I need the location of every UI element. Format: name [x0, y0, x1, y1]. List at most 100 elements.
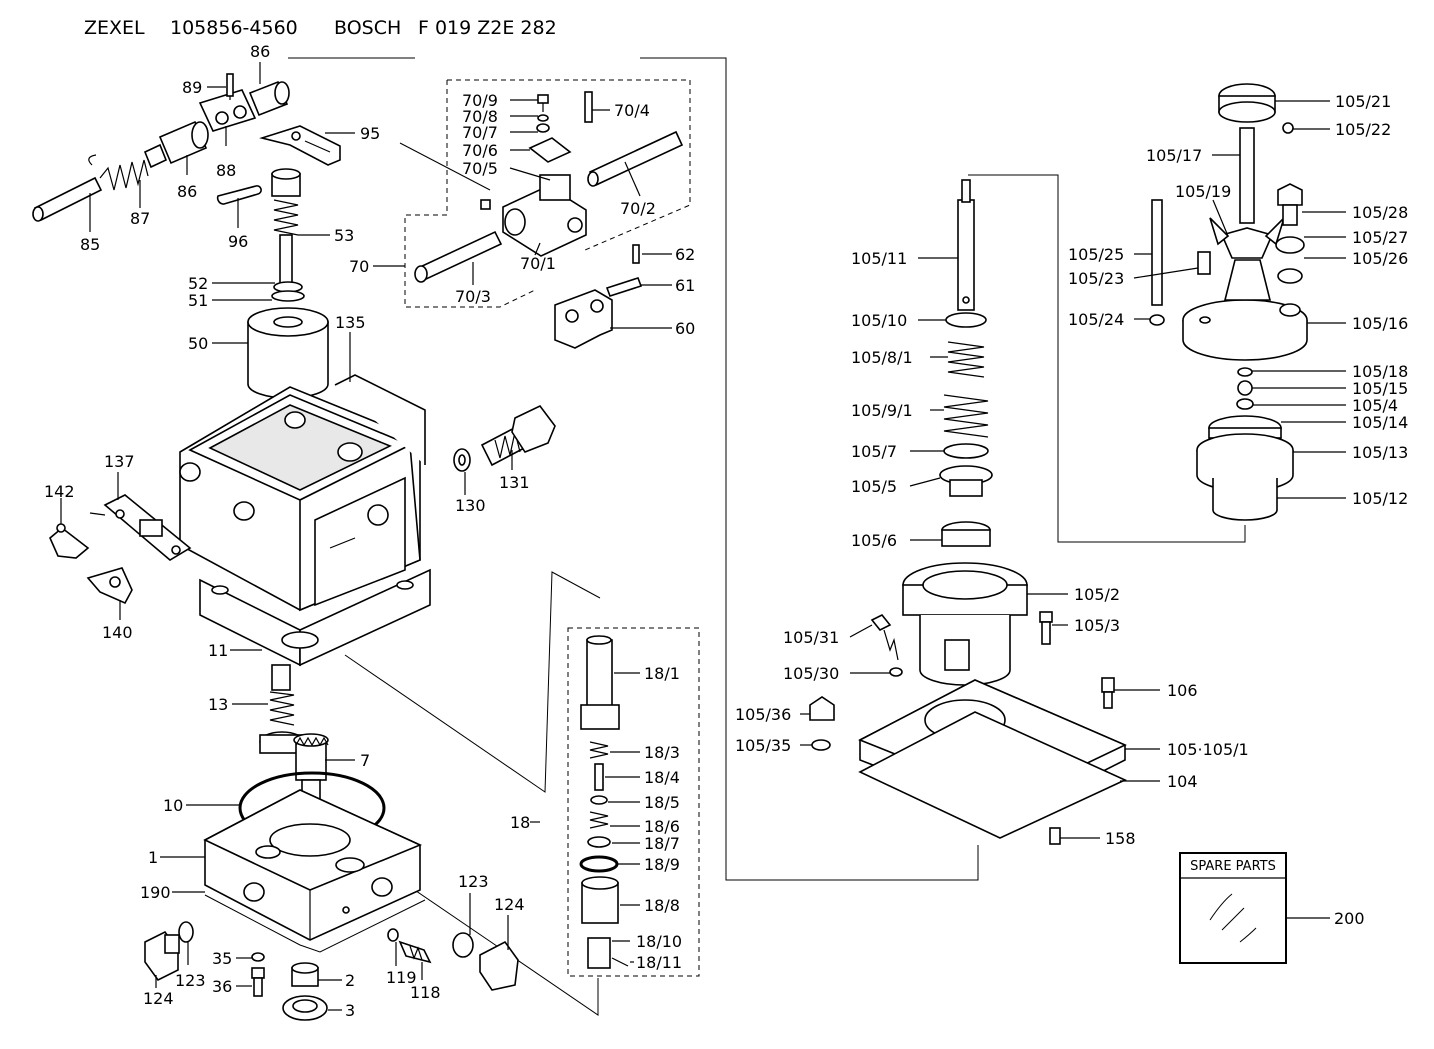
part-158-pin — [1049, 827, 1061, 845]
part-105-17-stud — [1239, 127, 1255, 224]
label-18: 18 — [510, 813, 530, 832]
part-105-2-housing — [902, 562, 1028, 686]
label-105-30: 105/30 — [783, 664, 839, 683]
part-105-26-washer — [1277, 268, 1303, 284]
part-18-8-body — [581, 876, 619, 924]
label-70-9: 70/9 — [462, 91, 498, 110]
label-70: 70 — [349, 257, 369, 276]
label-11: 11 — [208, 641, 228, 660]
part-119-118-screw — [387, 928, 432, 964]
part-105-19-wingnut — [1209, 217, 1285, 259]
label-18-11: 18/11 — [636, 953, 682, 972]
part-105-3-screw — [1039, 611, 1053, 645]
part-88-clamp — [198, 73, 257, 132]
part-105-30-washer — [889, 667, 903, 677]
label-123-right: 123 — [458, 872, 489, 891]
label-105-13: 105/13 — [1352, 443, 1408, 462]
label-130: 130 — [455, 496, 486, 515]
part-18-9-oring — [579, 855, 619, 873]
label-70-4: 70/4 — [614, 101, 650, 120]
part-18-5-ring — [590, 795, 608, 805]
label-105-105-1: 105·105/1 — [1167, 740, 1249, 759]
label-105-22: 105/22 — [1335, 120, 1391, 139]
part-105-5-seat — [939, 465, 993, 497]
label-53: 53 — [334, 226, 354, 245]
part-124-plug-left — [144, 930, 180, 982]
label-124-left: 124 — [143, 989, 174, 1008]
label-123-left: 123 — [175, 971, 206, 990]
label-105-26: 105/26 — [1352, 249, 1408, 268]
part-105-25-bolt — [1151, 199, 1163, 306]
part-105-9-1-spring — [943, 394, 989, 438]
brand-zexel: ZEXEL — [84, 17, 145, 39]
label-18-5: 18/5 — [644, 793, 680, 812]
part-105-10-washer — [945, 312, 987, 328]
label-105-36: 105/36 — [735, 705, 791, 724]
label-89: 89 — [182, 78, 202, 97]
label-70-2: 70/2 — [620, 199, 656, 218]
spare-parts-box: SPARE PARTS — [1179, 852, 1287, 964]
label-18-9: 18/9 — [644, 855, 680, 874]
label-105-4: 105/4 — [1352, 396, 1398, 415]
part-130-washer — [453, 448, 471, 472]
part-105-22-ball — [1282, 122, 1294, 134]
label-140: 140 — [102, 623, 133, 642]
part-53-assembly — [271, 168, 301, 286]
label-18-8: 18/8 — [644, 896, 680, 915]
part-105-15-nut — [1237, 380, 1253, 396]
label-18-6: 18/6 — [644, 817, 680, 836]
label-2: 2 — [345, 971, 355, 990]
part-18-6-spring — [589, 811, 609, 829]
label-7: 7 — [360, 751, 370, 770]
label-18-3: 18/3 — [644, 743, 680, 762]
label-18-4: 18/4 — [644, 768, 680, 787]
label-105-9-1: 105/9/1 — [851, 401, 913, 420]
label-105-14: 105/14 — [1352, 413, 1408, 432]
part-105-27-washer — [1275, 236, 1305, 254]
label-104: 104 — [1167, 772, 1198, 791]
part-105-24-washer — [1149, 314, 1165, 326]
connection-lines — [288, 57, 1246, 1016]
label-142: 142 — [44, 482, 75, 501]
label-105-5: 105/5 — [851, 477, 897, 496]
label-105-2: 105/2 — [1074, 585, 1120, 604]
label-105-35: 105/35 — [735, 736, 791, 755]
part-105-11-shaft — [957, 179, 975, 311]
label-131: 131 — [499, 473, 530, 492]
part-104-gasket — [858, 711, 1127, 839]
label-105-25: 105/25 — [1068, 245, 1124, 264]
label-86-upper: 86 — [250, 42, 270, 61]
part-106-screw — [1101, 677, 1115, 709]
part-18-1 — [580, 635, 620, 730]
part-140-bracket — [86, 567, 133, 605]
label-105-15: 105/15 — [1352, 379, 1408, 398]
label-105-17: 105/17 — [1146, 146, 1202, 165]
label-70-8: 70/8 — [462, 107, 498, 126]
label-70-3: 70/3 — [455, 287, 491, 306]
label-88: 88 — [216, 161, 236, 180]
leader-lines — [60, 62, 1346, 1011]
part-35-36-screw — [251, 952, 265, 997]
label-51: 51 — [188, 291, 208, 310]
part-105-36-plug — [809, 696, 835, 721]
spare-parts-title: SPARE PARTS — [1190, 859, 1276, 874]
part-105-7-washer — [943, 443, 989, 459]
label-118: 118 — [410, 983, 441, 1002]
label-60: 60 — [675, 319, 695, 338]
part-96-clip — [216, 185, 262, 205]
part-123-washer-right — [452, 932, 474, 958]
label-18-1: 18/1 — [644, 664, 680, 683]
label-50: 50 — [188, 334, 208, 353]
label-105-6: 105/6 — [851, 531, 897, 550]
part-95-lever — [259, 125, 341, 166]
label-1: 1 — [148, 848, 158, 867]
label-105-16: 105/16 — [1352, 314, 1408, 333]
label-105-18: 105/18 — [1352, 362, 1408, 381]
header: ZEXEL 105856-4560 BOSCH F 019 Z2E 282 — [84, 17, 557, 39]
label-10: 10 — [163, 796, 183, 815]
part-124-plug-right — [479, 940, 519, 991]
label-105-10: 105/10 — [851, 311, 907, 330]
label-105-7: 105/7 — [851, 442, 897, 461]
part-137-plate — [89, 494, 192, 561]
label-85: 85 — [80, 235, 100, 254]
